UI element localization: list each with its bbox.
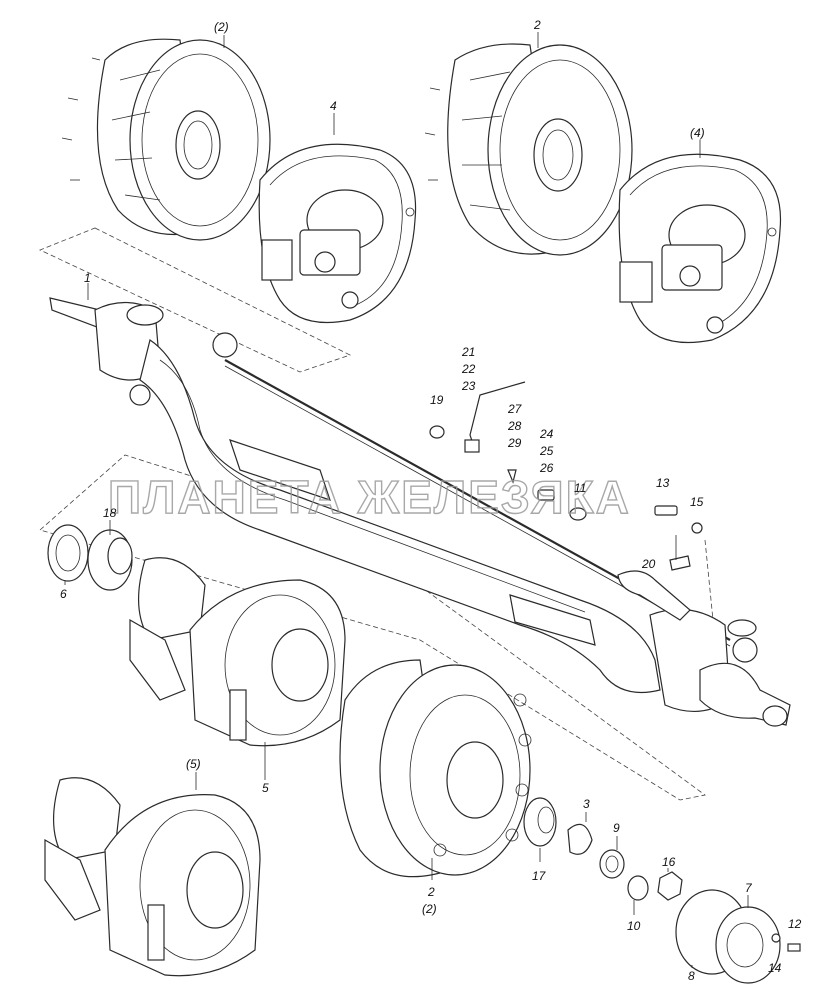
label-4-paren: (4) <box>690 126 705 140</box>
label-8: 8 <box>688 969 695 983</box>
label-1: 1 <box>84 271 91 285</box>
brake-mechanism-5 <box>129 557 346 747</box>
nut-16 <box>657 871 683 901</box>
label-2-top: 2 <box>533 18 541 32</box>
label-18: 18 <box>103 506 117 520</box>
label-20: 20 <box>641 557 656 571</box>
label-19: 19 <box>430 393 444 407</box>
bearing-18 <box>87 529 133 591</box>
label-5-paren: (5) <box>186 757 201 771</box>
label-7: 7 <box>745 881 753 895</box>
plug-19 <box>429 425 445 439</box>
label-22: 22 <box>461 362 476 376</box>
key-20 <box>669 555 691 571</box>
label-3: 3 <box>583 797 590 811</box>
label-11: 11 <box>574 481 586 495</box>
label-2-paren-bottom: (2) <box>422 902 437 916</box>
bearing-17 <box>523 797 557 847</box>
label-9: 9 <box>613 821 620 835</box>
brake-drum-top-left <box>61 38 271 241</box>
label-10: 10 <box>627 919 641 933</box>
label-5: 5 <box>262 781 269 795</box>
label-25: 25 <box>539 444 554 458</box>
abs-sensor-head <box>464 439 480 453</box>
label-2-paren-top: (2) <box>214 20 229 34</box>
grease-fitting <box>507 469 517 484</box>
washer-3 <box>567 823 593 855</box>
lower-group-outline <box>39 454 706 801</box>
bushing-11 <box>569 507 587 521</box>
brake-mechanism-5-paren <box>44 777 261 977</box>
label-23: 23 <box>461 379 476 393</box>
label-14: 14 <box>768 961 782 975</box>
label-12: 12 <box>788 917 802 931</box>
label-4: 4 <box>330 99 337 113</box>
label-16: 16 <box>662 855 676 869</box>
label-29: 29 <box>507 436 522 450</box>
washer-10 <box>627 875 649 901</box>
seal-6 <box>47 524 89 582</box>
label-24: 24 <box>539 427 554 441</box>
bolt-13 <box>654 505 678 516</box>
front-axle-beam <box>49 297 791 727</box>
brake-mechanism-top-left <box>258 143 417 324</box>
label-21: 21 <box>461 345 475 359</box>
label-6: 6 <box>60 587 67 601</box>
bolt-12 <box>787 943 801 952</box>
nut-15 <box>691 522 703 534</box>
label-2-bottom: 2 <box>427 885 435 899</box>
label-28: 28 <box>507 419 522 433</box>
brake-mechanism-top-right <box>618 153 782 344</box>
brake-drum-top-right <box>424 43 633 256</box>
label-27: 27 <box>507 402 523 416</box>
label-26: 26 <box>539 461 554 475</box>
fitting-24 <box>537 489 555 501</box>
ring-9 <box>599 849 625 879</box>
watermark-text: ПЛАНЕТА ЖЕЛЕЗЯКА <box>108 471 631 523</box>
upper-group-outline <box>38 227 352 373</box>
label-15: 15 <box>690 495 704 509</box>
label-17: 17 <box>532 869 547 883</box>
right-group-outline <box>704 539 721 691</box>
brake-drum-bottom <box>339 659 532 878</box>
washer-14 <box>771 933 781 943</box>
label-13: 13 <box>656 476 670 490</box>
